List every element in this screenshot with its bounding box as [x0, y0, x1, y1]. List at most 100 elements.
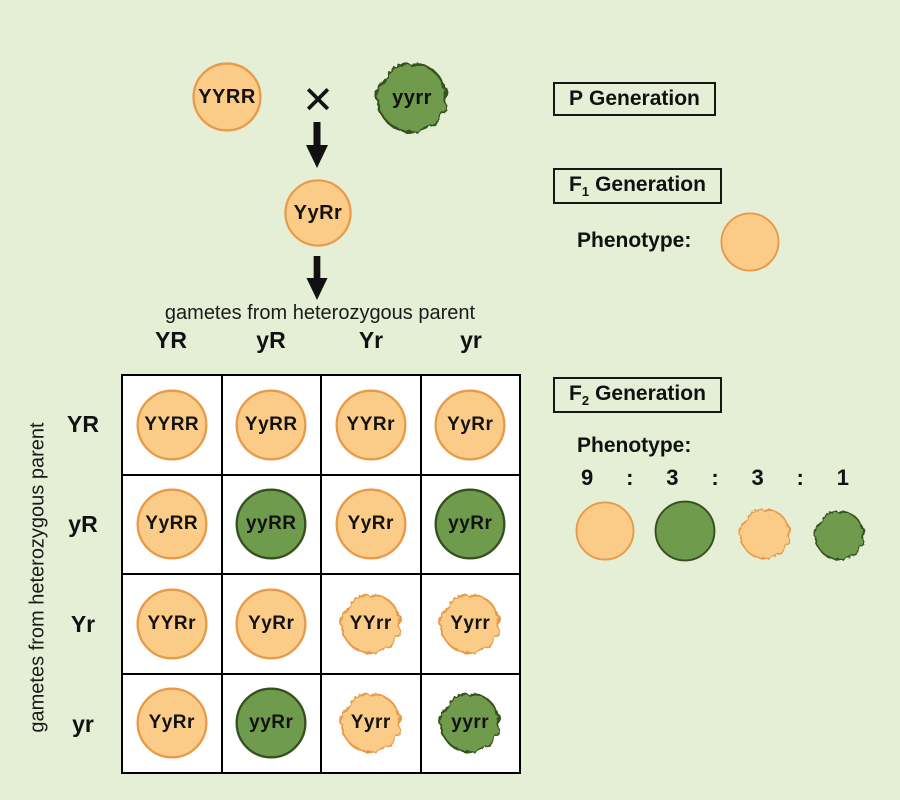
punnett-cell: YyRr	[123, 674, 221, 772]
row-header: yR	[68, 510, 98, 537]
pea: YyRr	[133, 684, 211, 762]
pea-shape	[136, 488, 208, 560]
f1-hybrid-pea: YyRr	[281, 176, 355, 250]
punnett-cell: yyRR	[222, 475, 320, 573]
parent1-pea-wrapper: YYRR	[189, 59, 265, 135]
f2-phenotype-pea	[812, 508, 867, 563]
down-arrow-icon	[306, 122, 328, 168]
genotype-label: Yyrr	[450, 612, 491, 634]
genotype-label: YYRR	[144, 413, 200, 435]
generation-rest: Generation	[589, 87, 700, 110]
pea-shape	[235, 488, 307, 560]
pea: yyrr	[436, 689, 504, 757]
genotype-label: yyRr	[249, 712, 294, 734]
punnett-cell: YYRr	[123, 575, 221, 673]
top-axis-label: gametes from heterozygous parent	[164, 302, 476, 324]
generation-prefix: F	[569, 382, 582, 405]
pea-shape	[235, 588, 307, 660]
genotype-label: YyRr	[148, 712, 195, 734]
ratio-value: 3	[751, 465, 764, 490]
ratio-colon: :	[626, 465, 634, 490]
pea-shape	[439, 593, 501, 655]
column-headers: YR yR Yr yr	[121, 327, 521, 359]
generation-prefix: P	[569, 87, 584, 110]
f1-phenotype-label: Phenotype:	[577, 229, 692, 252]
f2-phenotype-label: Phenotype:	[577, 434, 692, 457]
genotype-label: YyRR	[244, 413, 298, 435]
genotype-label: YYRR	[198, 85, 256, 108]
genotype-label: YyRR	[145, 513, 199, 535]
pea-shape	[136, 588, 208, 660]
f2-generation-label: F2 Generation	[553, 377, 722, 414]
pea-shape	[376, 62, 448, 134]
f2-phenotype-pea	[574, 500, 636, 562]
parent2-pea-wrapper: yyrr	[372, 58, 452, 138]
punnett-cell: Yyrr	[421, 575, 519, 673]
punnett-cell: yyrr	[421, 674, 519, 772]
pea: yyRr	[431, 485, 509, 563]
f1-phenotype-pea-wrapper	[719, 211, 781, 273]
cross-icon: ✕	[302, 78, 334, 122]
column-header: yr	[460, 327, 482, 353]
punnett-cell: yyRr	[421, 475, 519, 573]
generation-subscript: 1	[581, 184, 590, 200]
generation-prefix: F	[569, 173, 582, 196]
pea-shape	[136, 389, 208, 461]
pea-shape	[720, 212, 780, 272]
genotype-label: yyrr	[451, 712, 490, 734]
genotype-label: YYRr	[346, 413, 395, 435]
genotype-label: yyRR	[245, 513, 297, 535]
f2-phenotype-pea-wrapper	[574, 500, 636, 562]
f2-phenotype-pea	[737, 506, 793, 562]
f1-phenotype-pea	[719, 211, 781, 273]
pea-shape	[439, 692, 501, 754]
pea-shape	[235, 389, 307, 461]
ratio-colon: :	[711, 465, 719, 490]
generation-subscript: 2	[581, 393, 590, 409]
punnett-cell: YYRr	[322, 376, 420, 474]
ratio-value: 9	[581, 465, 594, 490]
pea-shape	[434, 389, 506, 461]
pea: yyRr	[232, 684, 310, 762]
genotype-label: Yyrr	[350, 712, 391, 734]
f2-phenotype-pea-wrapper	[653, 499, 717, 563]
row-header: Yr	[70, 610, 96, 637]
pea: yyRR	[232, 485, 310, 563]
f1-hybrid-pea-wrapper: YyRr	[281, 176, 355, 250]
pea-shape	[654, 500, 716, 562]
f2-phenotype-pea-wrapper	[812, 508, 867, 563]
pea: YyRR	[232, 386, 310, 464]
generation-rest: Generation	[595, 382, 706, 405]
punnett-cell: YYrr	[322, 575, 420, 673]
genotype-label: yyRr	[448, 513, 493, 535]
pea: Yyrr	[436, 590, 504, 658]
punnett-cell: YyRR	[123, 475, 221, 573]
punnett-cell: YyRr	[322, 475, 420, 573]
row-headers: YR yR Yr yr	[56, 374, 110, 774]
genotype-label: YyRr	[248, 612, 295, 634]
pea: YyRR	[133, 485, 211, 563]
punnett-cell: YyRr	[421, 376, 519, 474]
punnett-square: YYRR YyRR YYRr YyRr YyRR	[121, 374, 521, 774]
pea-shape	[434, 488, 506, 560]
left-axis-label: gametes from heterozygous parent	[26, 422, 49, 733]
pea: YYRr	[133, 585, 211, 663]
pea-shape	[192, 62, 262, 132]
punnett-cell: YYRR	[123, 376, 221, 474]
down-arrow-icon	[306, 256, 328, 300]
genotype-label: YYrr	[349, 612, 392, 634]
pea-shape	[340, 593, 402, 655]
pea-shape	[235, 687, 307, 759]
pea: YYrr	[337, 590, 405, 658]
pea-shape	[739, 508, 791, 560]
genotype-label: YyRr	[347, 513, 394, 535]
punnett-cell: YyRR	[222, 376, 320, 474]
punnett-cell: Yyrr	[322, 674, 420, 772]
pea-shape	[284, 179, 352, 247]
pea: YyRr	[332, 485, 410, 563]
column-header: Yr	[358, 327, 384, 353]
pea-shape	[335, 389, 407, 461]
genotype-label: YyRr	[447, 413, 494, 435]
genotype-label: YYRr	[147, 612, 196, 634]
